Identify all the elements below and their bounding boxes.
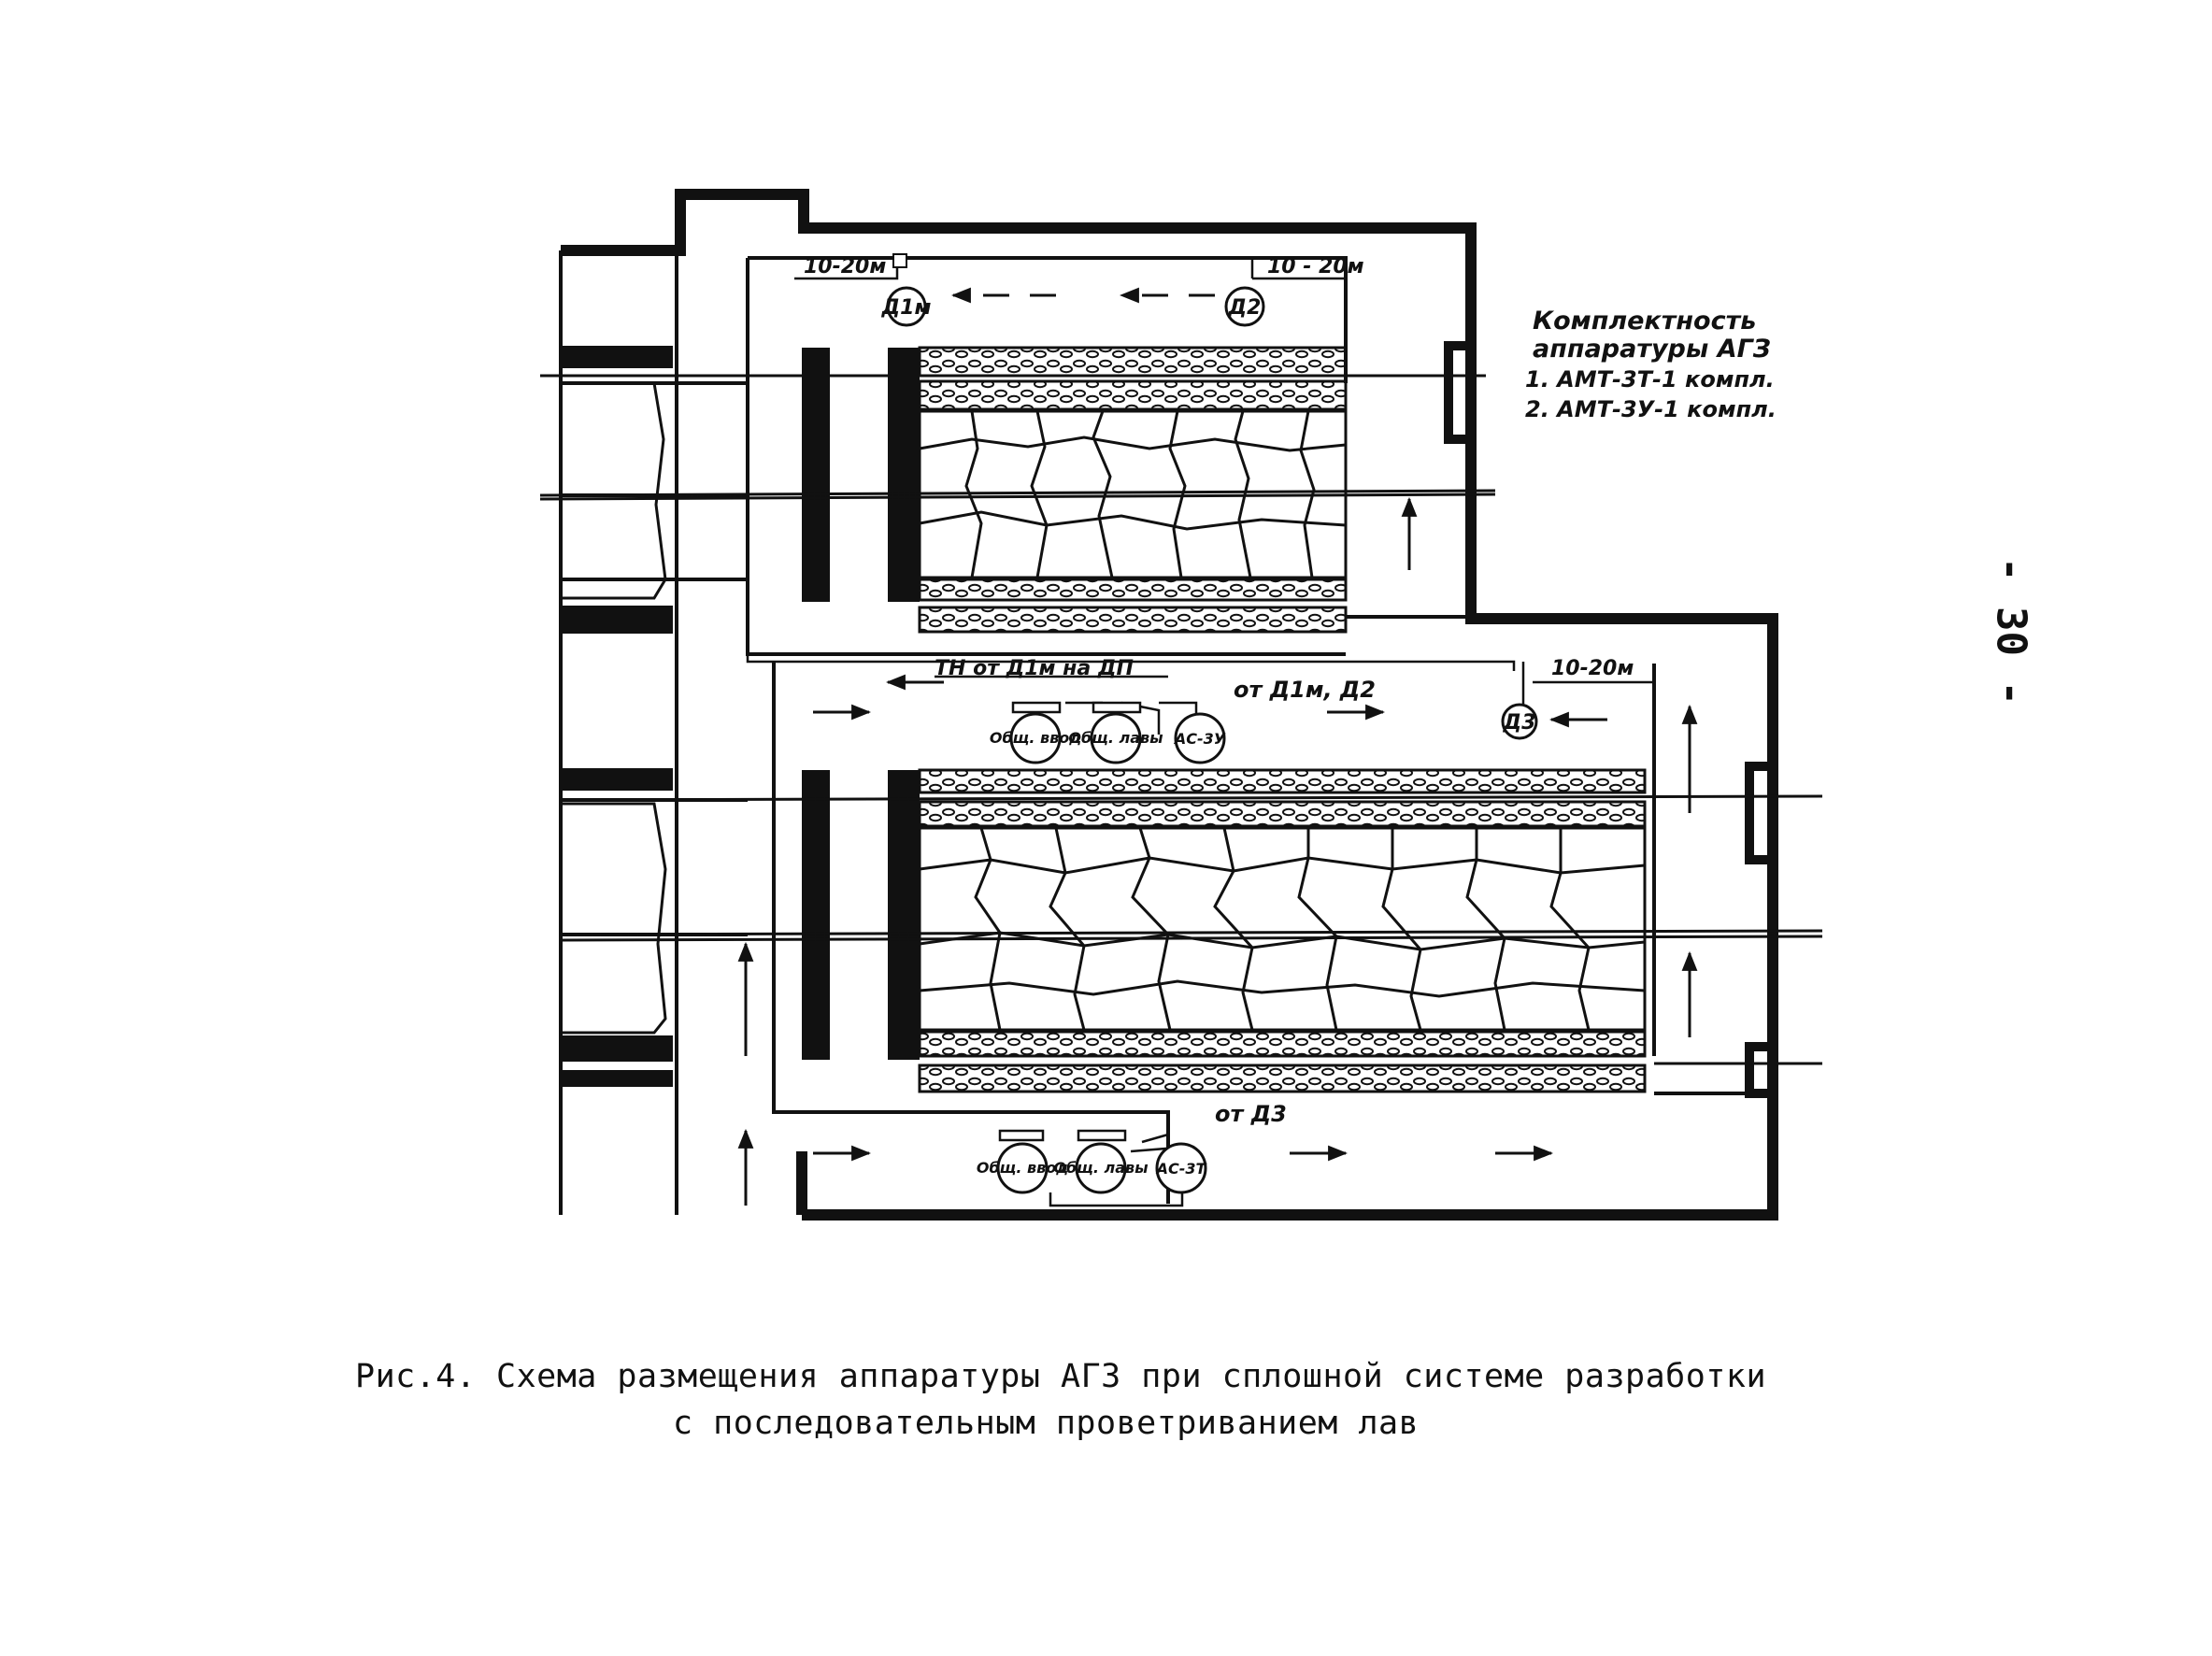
obsch-lavy-upper: Общ. лавы xyxy=(1068,729,1163,747)
upper-panel-bar xyxy=(802,348,830,602)
goaf-upper xyxy=(918,409,1348,579)
left-pillars xyxy=(561,346,673,1087)
left-stripes xyxy=(561,381,748,936)
caption-line-1: Рис.4. Схема размещения аппаратуры АГЗ п… xyxy=(355,1358,1767,1395)
pebbles-4 xyxy=(918,606,1348,634)
pebbles-7 xyxy=(918,1030,1647,1058)
outer-walls xyxy=(561,189,1778,1221)
legend: Комплектность аппаратуры АГЗ 1. АМТ-3Т-1… xyxy=(1525,307,1777,422)
pebbles-6 xyxy=(918,800,1647,828)
as-upper-label: АС-3У xyxy=(1173,730,1226,748)
legend-title-2: аппаратуры АГЗ xyxy=(1533,335,1771,364)
lower-panel-bar xyxy=(802,770,830,1060)
wall-notches xyxy=(1444,341,1773,1098)
legend-item-2: 2. АМТ-3У-1 компл. xyxy=(1525,396,1777,422)
from-d3-label: от Д3 xyxy=(1215,1101,1287,1127)
sensor-d3: Д3 xyxy=(1501,703,1538,740)
pebbles-1 xyxy=(918,346,1348,378)
bottom-flow-arrows xyxy=(737,1128,1554,1206)
sensor-d1m: Д1м xyxy=(881,286,932,327)
lower-cross-lines xyxy=(560,794,1823,1065)
bottom-drift xyxy=(774,1092,1773,1114)
distance-middle: 10-20м xyxy=(1551,657,1634,680)
lower-panel-face xyxy=(888,770,920,1060)
from-d1m-d2-label: от Д1м, Д2 xyxy=(1234,677,1376,703)
middle-flow-arrows xyxy=(737,704,1698,1056)
obsch-vvod-upper: Общ. ввод xyxy=(990,729,1081,747)
legend-title-1: Комплектность xyxy=(1533,307,1756,335)
upper-cable xyxy=(746,258,1516,671)
obsch-vvod-lower: Общ. ввод xyxy=(977,1159,1068,1177)
pebbles-5 xyxy=(918,768,1647,794)
apparatus-lower: Общ. ввод Общ. лавы АС-3Т xyxy=(977,1129,1207,1194)
sensor-d2: Д2 xyxy=(1224,286,1265,327)
obsch-lavy-lower: Общ. лавы xyxy=(1053,1159,1149,1177)
upper-panel-face xyxy=(888,348,920,602)
sensor-d2-label: Д2 xyxy=(1228,296,1262,320)
junction-box xyxy=(892,253,907,268)
apparatus-upper: Общ. ввод Общ. лавы АС-3У xyxy=(990,701,1226,764)
figure-caption: Рис.4. Схема размещения аппаратуры АГЗ п… xyxy=(355,1353,1767,1447)
sensor-d1m-label: Д1м xyxy=(881,296,932,320)
goaf-lower xyxy=(918,826,1647,1032)
page-number-text: - 30 - xyxy=(1987,557,2035,706)
page-number: - 30 - xyxy=(1972,523,2035,710)
distance-top-right: 10 - 20м xyxy=(1267,255,1364,278)
pebbles-3 xyxy=(918,578,1348,602)
caption-line-2: с последовательным проветриванием лав xyxy=(673,1405,1420,1442)
as-lower-label: АС-3Т xyxy=(1155,1160,1207,1178)
pebbles-2 xyxy=(918,379,1348,411)
distance-top-left: 10-20м xyxy=(804,255,886,278)
th-label: ТН от Д1м на ДП xyxy=(935,657,1134,680)
upper-cross-lines xyxy=(539,374,1496,501)
sensor-d3-label: Д3 xyxy=(1503,711,1536,735)
legend-item-1: 1. АМТ-3Т-1 компл. xyxy=(1525,366,1775,393)
pebbles-8 xyxy=(918,1064,1647,1093)
